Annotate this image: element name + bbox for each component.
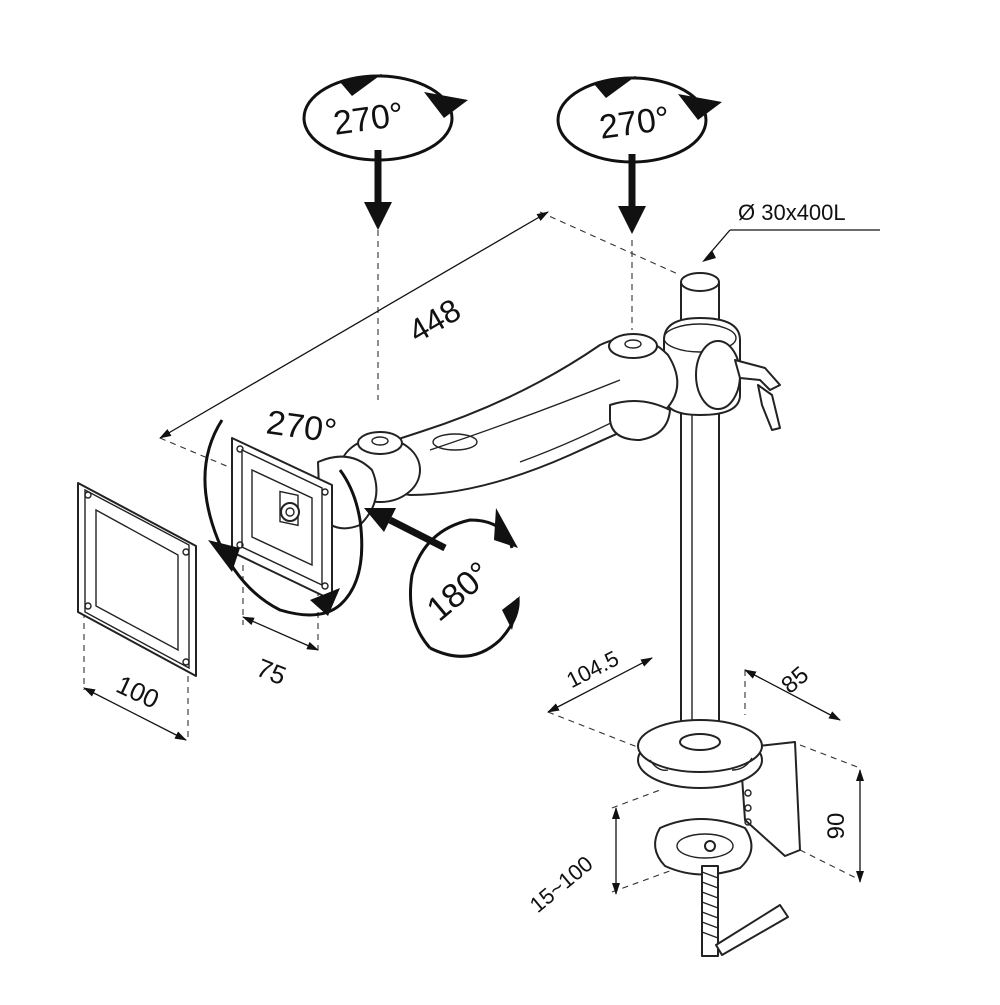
dimension-lines [83, 211, 880, 895]
dim-vesa-75-label: 75 [252, 652, 290, 691]
rotation-symbol-top-left [302, 74, 468, 230]
upper-arm [377, 333, 679, 496]
vesa-adapter-plate [77, 482, 197, 677]
dim-100-line [83, 687, 187, 741]
rotation-label-head-tilt: 270° [264, 403, 339, 450]
rotation-arrowhead-icon [594, 76, 636, 98]
rotation-arrowhead-icon [494, 508, 518, 548]
vesa-head-plate [231, 437, 333, 601]
rotation-arrowhead-icon [310, 588, 340, 616]
rotation-symbol-head-tilt [203, 419, 364, 617]
arrow-down-icon [618, 206, 646, 234]
rotation-label-top-left: 270° [331, 95, 406, 142]
dim-448-line [159, 211, 549, 439]
dim-desk-thickness-label: 15~100 [525, 851, 598, 918]
arrow-down-icon [364, 202, 392, 230]
pole-collar [663, 317, 781, 431]
rotation-arrowhead-icon [424, 92, 468, 118]
pole-spec-arrow [702, 250, 716, 262]
arrow-left-icon [364, 508, 396, 532]
rotation-arrowhead-icon [502, 596, 520, 630]
dim-85-line [744, 669, 841, 721]
dim-vesa-100-label: 100 [112, 669, 164, 715]
desk-clamp [637, 719, 801, 957]
rotation-label-top-right: 270° [597, 99, 672, 146]
rotation-arrowhead-icon [340, 74, 382, 96]
rotation-symbol-top-right [556, 76, 722, 234]
rotation-arrowhead-icon [208, 540, 240, 572]
pole-spec-label: Ø 30x400L [738, 200, 846, 225]
dim-75-line [242, 616, 319, 651]
dim-clamp-height-label: 90 [823, 813, 850, 840]
rotation-label-head-swivel: 180° [420, 554, 498, 628]
dim-clamp-front-label: 104.5 [562, 646, 622, 693]
rotation-arrowhead-icon [678, 94, 722, 120]
rotation-symbol-head-swivel [364, 508, 520, 658]
dim-clamp-side-label: 85 [776, 661, 814, 699]
dim-104-5-line [547, 657, 653, 713]
dim-arm-length-label: 448 [402, 292, 466, 350]
